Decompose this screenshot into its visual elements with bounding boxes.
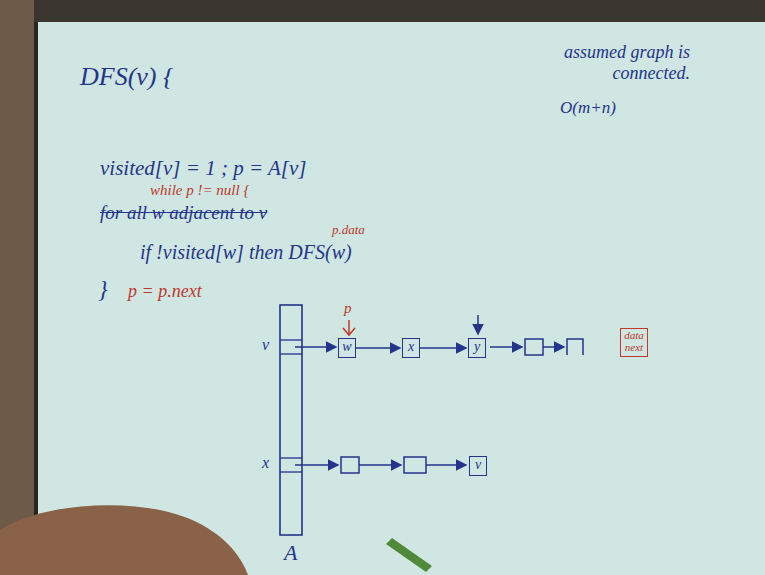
struck-code-line: for all w adjacent to v: [100, 202, 267, 224]
pointer-arrow: [295, 346, 336, 348]
next-pointer: [420, 347, 466, 349]
board-top-edge: [0, 0, 765, 22]
list-node: v: [469, 456, 487, 476]
p-leader: [348, 320, 350, 334]
list-node: w: [338, 338, 356, 358]
code-line: visited[v] = 1 ; p = A[v]: [100, 156, 306, 180]
code-correction: p.data: [332, 223, 365, 238]
array-outline: [280, 305, 302, 535]
node-text: v: [470, 457, 486, 472]
array-index: x: [262, 454, 269, 472]
node-text: x: [403, 339, 419, 354]
array-name: A: [284, 540, 297, 565]
assumption-note: assumed graph is connected.: [500, 42, 690, 83]
node-text: next: [621, 341, 647, 353]
list-node: y: [468, 338, 486, 358]
list-node: x: [402, 338, 420, 358]
list-node: [525, 339, 543, 355]
hand-shadow: [0, 505, 248, 575]
array-index: v: [262, 336, 269, 354]
code-correction: while p != null {: [150, 182, 249, 199]
pointer-label: p: [344, 300, 352, 317]
node-text: w: [339, 339, 355, 354]
function-header: DFS(v) {: [80, 62, 173, 92]
list-node: [341, 457, 359, 473]
code-line: if !visited[w] then DFS(w): [140, 241, 352, 264]
list-node: [404, 457, 426, 473]
marker-pen: [386, 538, 432, 572]
list-node: [567, 339, 583, 355]
board-rim: [34, 22, 38, 575]
board-left-edge: [0, 0, 34, 575]
closing-brace: }: [98, 276, 108, 304]
next-pointer: [356, 347, 400, 349]
list-node: datanext: [620, 328, 648, 357]
complexity-note: O(m+n): [560, 98, 616, 118]
node-text: data: [621, 329, 647, 341]
code-correction: p = p.next: [128, 281, 202, 302]
pointer-arrow: [477, 315, 479, 334]
node-text: y: [469, 339, 485, 354]
